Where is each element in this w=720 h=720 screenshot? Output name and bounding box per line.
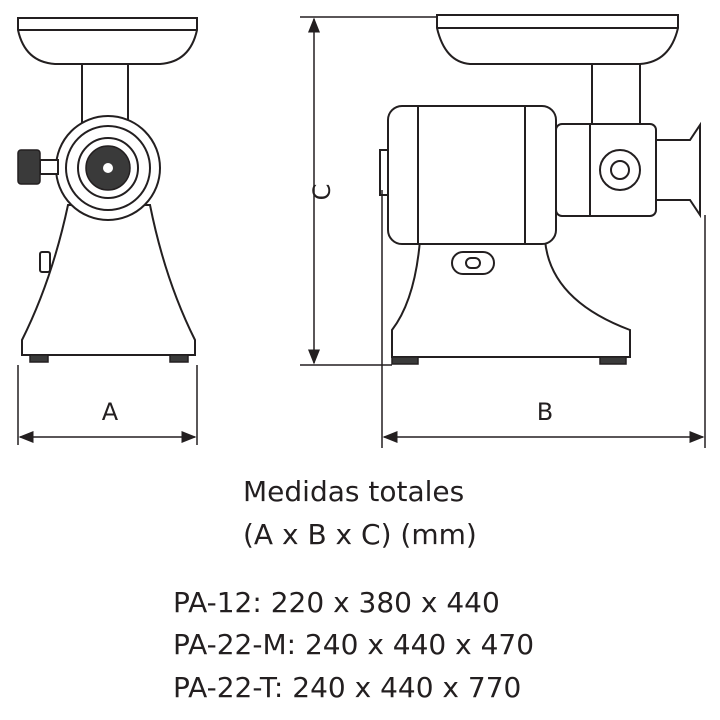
model-row: PA-12: 220 x 380 x 440 <box>173 585 500 621</box>
model-row: PA-22-T: 240 x 440 x 770 <box>173 670 521 706</box>
dimension-a: A <box>17 365 198 445</box>
model-name: PA-22-M: <box>173 628 297 661</box>
side-tray <box>436 14 679 65</box>
front-switch <box>39 251 51 273</box>
dimension-b: B <box>381 190 706 448</box>
front-base <box>21 204 196 356</box>
model-name: PA-12: <box>173 586 262 619</box>
dimension-b-label: B <box>537 398 553 426</box>
model-row: PA-22-M: 240 x 440 x 470 <box>173 627 534 663</box>
side-base <box>391 239 631 358</box>
dimension-c-label: C <box>308 184 336 201</box>
caption-title: Medidas totales <box>243 475 465 508</box>
dimension-a-label: A <box>102 398 119 426</box>
model-dims: 240 x 440 x 470 <box>304 628 535 661</box>
caption-subtitle: (A x B x C) (mm) <box>243 518 477 551</box>
dimension-c: C <box>300 16 437 366</box>
side-ring-nut <box>655 121 701 219</box>
front-tray <box>17 17 198 65</box>
front-knob <box>17 149 41 185</box>
side-motor <box>387 105 557 245</box>
front-neck <box>81 63 129 125</box>
model-name: PA-22-T: <box>173 671 284 704</box>
side-view <box>379 14 701 365</box>
model-dims: 220 x 380 x 440 <box>270 586 500 619</box>
model-dims: 240 x 440 x 770 <box>292 671 522 704</box>
front-view <box>17 17 198 363</box>
